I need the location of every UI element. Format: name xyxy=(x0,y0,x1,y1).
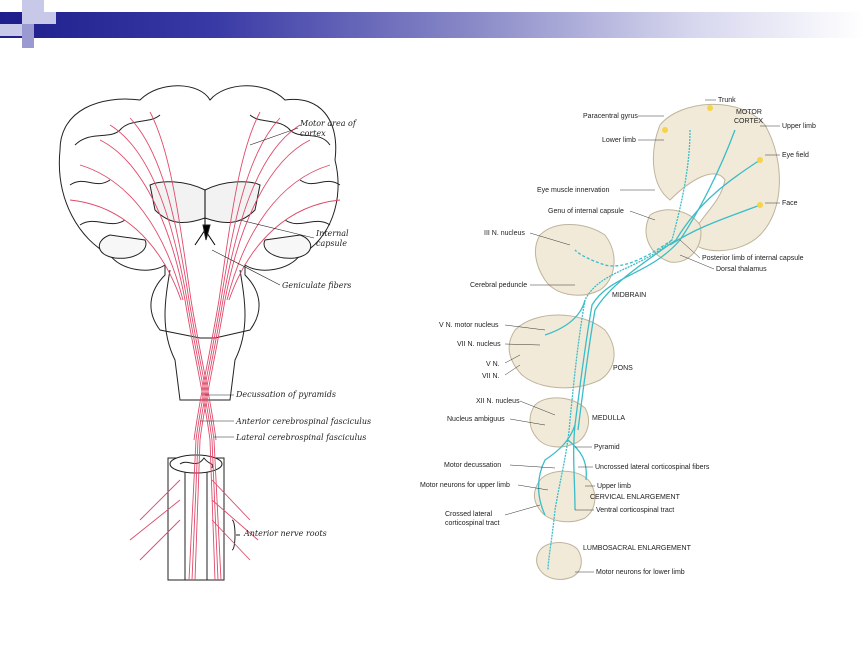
label-xii-nucleus: XII N. nucleus xyxy=(476,398,520,405)
label-motor-area: Motor area of xyxy=(299,119,358,128)
label-face: Face xyxy=(782,200,798,207)
brainstem xyxy=(164,269,246,401)
cortex-yellow-spots xyxy=(662,105,763,208)
decor-square-mid xyxy=(22,24,34,48)
right-motor-tracts xyxy=(537,129,761,571)
title-bar xyxy=(0,12,864,38)
label-lateral-fasciculus: Lateral cerebrospinal fasciculus xyxy=(235,433,366,442)
label-vii-nucleus: VII N. nucleus xyxy=(457,341,501,348)
label-pyramid: Pyramid xyxy=(594,444,620,451)
label-dorsal-thalamus: Dorsal thalamus xyxy=(716,266,767,273)
label-vii-n: VII N. xyxy=(482,373,500,380)
lumbosacral-section xyxy=(536,542,582,580)
label-motor-neurons-upper: Motor neurons for upper limb xyxy=(420,482,510,489)
right-labels: Trunk MOTOR CORTEX Paracentral gyrus Low… xyxy=(420,97,816,576)
label-pons: PONS xyxy=(613,365,633,372)
label-upper-limb: Upper limb xyxy=(782,123,816,130)
decor-square-light-2 xyxy=(44,12,56,24)
motor-cortex-slice xyxy=(652,103,780,252)
label-crossed-lateral-1: Crossed lateral xyxy=(445,511,493,518)
label-ventral: Ventral corticospinal tract xyxy=(596,507,674,514)
label-internal-capsule: Internal xyxy=(315,229,349,238)
label-v-n: V N. xyxy=(486,361,500,368)
decor-square-light-3 xyxy=(0,24,22,36)
label-anterior-fasciculus: Anterior cerebrospinal fasciculus xyxy=(235,417,371,426)
left-motor-tracts xyxy=(69,111,341,581)
label-eye-muscle: Eye muscle innervation xyxy=(537,187,609,194)
label-geniculate: Geniculate fibers xyxy=(282,281,351,290)
label-cervical: CERVICAL ENLARGEMENT xyxy=(590,494,681,501)
label-nucleus-ambiguus: Nucleus ambiguus xyxy=(447,416,505,423)
cervical-section xyxy=(533,470,596,523)
label-paracentral: Paracentral gyrus xyxy=(583,113,638,120)
label-uncrossed: Uncrossed lateral corticospinal fibers xyxy=(595,464,710,471)
label-motor-neurons-lower: Motor neurons for lower limb xyxy=(596,569,685,576)
pons-section xyxy=(508,314,615,389)
left-labels: Motor area of cortex Internal capsule Ge… xyxy=(200,119,371,538)
label-anterior-roots: Anterior nerve roots xyxy=(243,529,327,538)
label-eye-field: Eye field xyxy=(782,152,809,159)
label-motor-cortex-1: MOTOR xyxy=(736,109,762,116)
label-internal-capsule-2: capsule xyxy=(316,239,347,248)
label-crossed-lateral-2: corticospinal tract xyxy=(445,520,500,527)
label-trunk: Trunk xyxy=(718,97,736,104)
label-motor-area-2: cortex xyxy=(300,129,326,138)
label-lower-limb: Lower limb xyxy=(602,137,636,144)
decor-square-dark xyxy=(10,12,22,24)
label-motor-decussation: Motor decussation xyxy=(444,462,501,469)
label-medulla: MEDULLA xyxy=(592,415,625,422)
label-v-motor: V N. motor nucleus xyxy=(439,322,499,329)
label-iii-nucleus: III N. nucleus xyxy=(484,230,525,237)
label-posterior-limb: Posterior limb of internal capsule xyxy=(702,255,804,262)
midbrain-section xyxy=(534,224,615,296)
label-genu: Genu of internal capsule xyxy=(548,208,624,215)
label-decussation: Decussation of pyramids xyxy=(235,390,336,399)
label-upper-limb-2: Upper limb xyxy=(597,483,631,490)
left-brain-diagram xyxy=(58,85,341,581)
label-motor-cortex-2: CORTEX xyxy=(734,118,763,125)
medulla-section xyxy=(529,397,589,448)
label-lumbosacral: LUMBOSACRAL ENLARGEMENT xyxy=(583,545,692,552)
label-cerebral-peduncle: Cerebral peduncle xyxy=(470,282,527,289)
label-midbrain: MIDBRAIN xyxy=(612,292,646,299)
decor-square-light xyxy=(22,0,44,24)
